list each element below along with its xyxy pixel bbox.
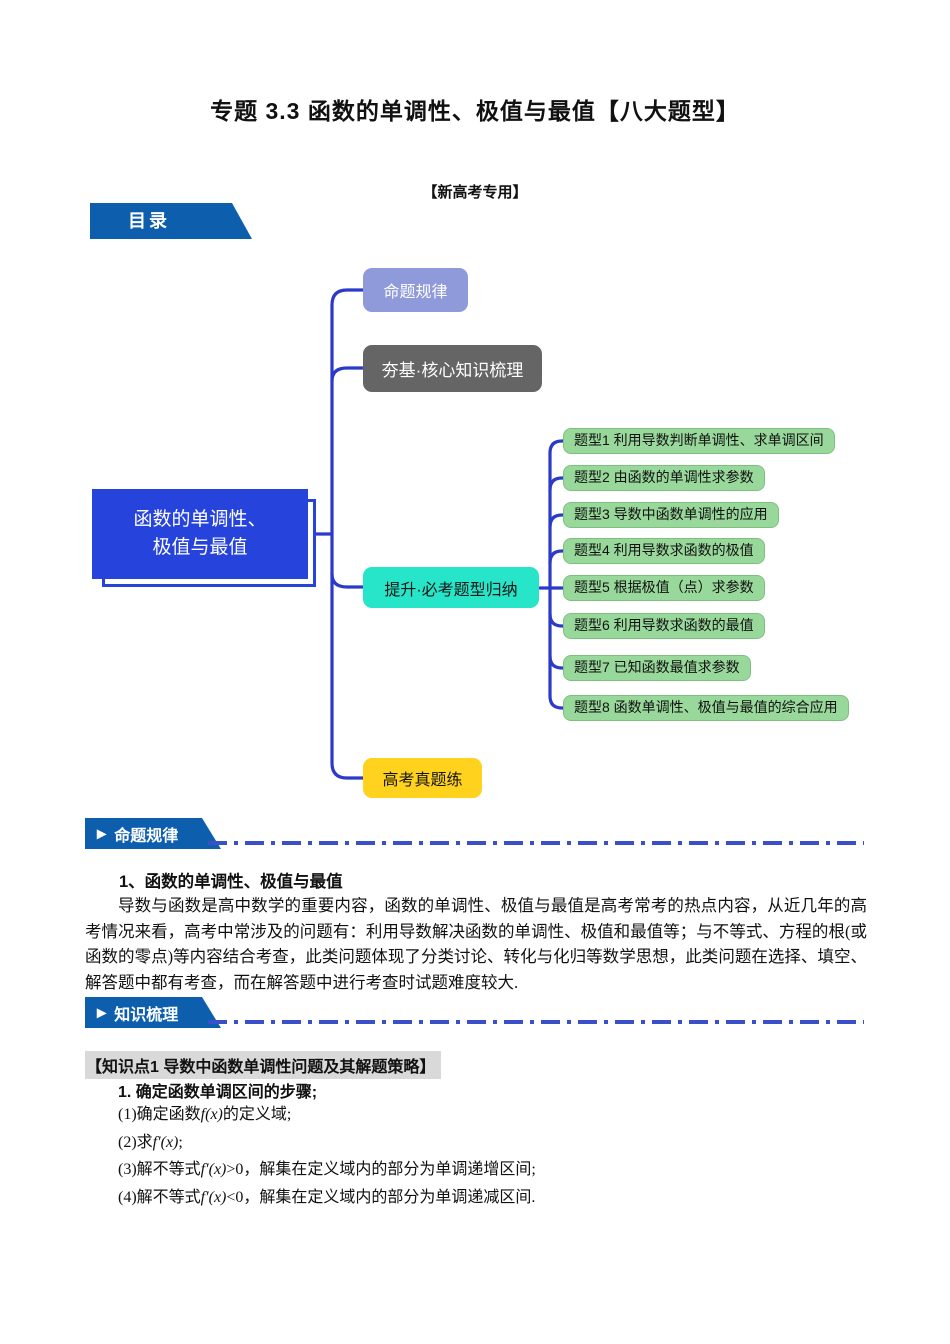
knowledge-point-title: 【知识点1 导数中函数单调性问题及其解题策略】	[85, 1051, 442, 1079]
step-line-2: (2)求f′(x);	[118, 1133, 183, 1151]
math-fprime-x: f′(x)	[200, 1188, 227, 1206]
step-list: (1)确定函数f(x)的定义域; (2)求f′(x); (3)解不等式f′(x)…	[118, 1101, 536, 1211]
step-line-4: (4)解不等式f′(x)<0，解集在定义域内的部分为单调递减区间.	[118, 1188, 536, 1206]
math-fprime-x: f′(x)	[152, 1133, 179, 1151]
section-banner-zhishishuli: ▶ 知识梳理	[85, 997, 221, 1028]
topic-node-2: 题型2 由函数的单调性求参数	[563, 465, 765, 491]
step-line-3: (3)解不等式f′(x)>0，解集在定义域内的部分为单调递增区间;	[118, 1161, 536, 1178]
topic-node-3: 题型3 导数中函数单调性的应用	[563, 502, 779, 528]
topic-node-5: 题型5 根据极值（点）求参数	[563, 575, 765, 601]
section-banner-label: 知识梳理	[114, 1006, 179, 1024]
step-line-1: (1)确定函数f(x)的定义域;	[118, 1106, 292, 1123]
math-fx: f(x)	[200, 1106, 223, 1123]
root-label-line1: 函数的单调性、	[133, 508, 267, 530]
page-subtitle: 【新高考专用】	[422, 184, 528, 201]
branch-node-mingtiguilv: 命题规律	[363, 268, 468, 312]
branch-node-tisheng-bikao: 提升·必考题型归纳	[363, 567, 539, 608]
topic-node-6: 题型6 利用导数求函数的最值	[563, 613, 765, 639]
branch-node-gaokao-zhentilian: 高考真题练	[363, 758, 482, 798]
dash-dot-divider	[208, 1020, 864, 1024]
mindmap: 函数的单调性、 极值与最值 命题规律 夯基·核心知识梳理 提升·必考题型归纳 高…	[0, 250, 950, 810]
page-title: 专题 3.3 函数的单调性、极值与最值【八大题型】	[210, 98, 740, 124]
topic-node-1: 题型1 利用导数判断单调性、求单调区间	[563, 428, 835, 454]
dash-dot-divider	[208, 841, 864, 845]
math-fprime-x: f′(x)	[200, 1161, 227, 1178]
play-triangle-icon: ▶	[97, 826, 107, 840]
topic-node-8: 题型8 函数单调性、极值与最值的综合应用	[563, 695, 849, 721]
section-banner-mingtiguilv: ▶ 命题规律	[85, 818, 221, 849]
intro-paragraph: 导数与函数是高中数学的重要内容，函数的单调性、极值与最值是高考常考的热点内容，从…	[85, 896, 867, 992]
mindmap-connector-lines	[314, 288, 565, 780]
play-triangle-icon: ▶	[97, 1005, 107, 1019]
toc-banner: 目录	[90, 203, 252, 239]
topic-node-4: 题型4 利用导数求函数的极值	[563, 538, 765, 564]
topic-node-7: 题型7 已知函数最值求参数	[563, 655, 751, 681]
root-label-line2: 极值与最值	[152, 537, 248, 558]
branch-node-hengji-hexin: 夯基·核心知识梳理	[363, 345, 542, 392]
step-heading: 1. 确定函数单调区间的步骤;	[118, 1084, 318, 1101]
intro-heading: 1、函数的单调性、极值与最值	[119, 873, 343, 891]
mindmap-root-node: 函数的单调性、 极值与最值	[92, 489, 308, 579]
section-banner-label: 命题规律	[114, 827, 179, 845]
